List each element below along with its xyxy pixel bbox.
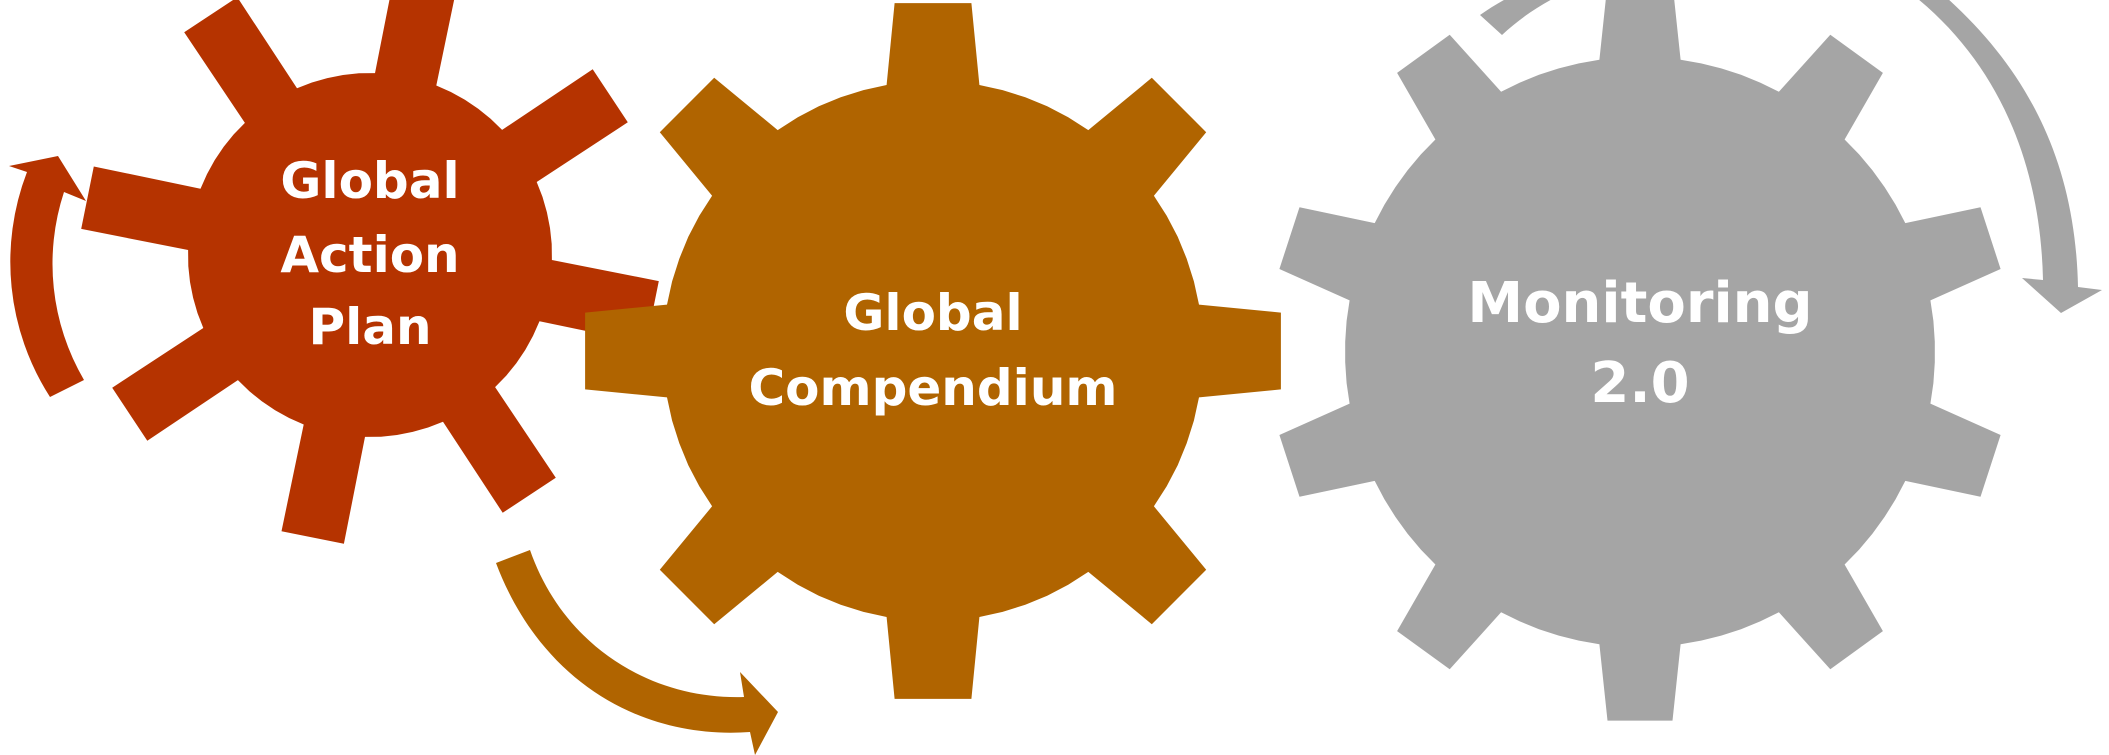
gear-action-plan xyxy=(81,0,659,544)
gear-action-plan-label-line3: Plan xyxy=(308,298,431,356)
arrow-monitoring xyxy=(1480,0,2102,313)
gear-monitoring-label-line1: Monitoring xyxy=(1467,271,1812,336)
gear-monitoring xyxy=(1279,0,2001,721)
gear-compendium xyxy=(585,3,1281,699)
gear-action-plan-label-line2: Action xyxy=(280,226,459,284)
arrow-action-plan xyxy=(9,156,86,397)
gear-compendium-label-line2: Compendium xyxy=(748,359,1117,417)
gear-monitoring-label-line2: 2.0 xyxy=(1590,351,1689,416)
gear-action-plan-label-line1: Global xyxy=(280,152,459,210)
arrow-compendium xyxy=(496,550,778,755)
gear-compendium-label-line1: Global xyxy=(843,284,1022,342)
